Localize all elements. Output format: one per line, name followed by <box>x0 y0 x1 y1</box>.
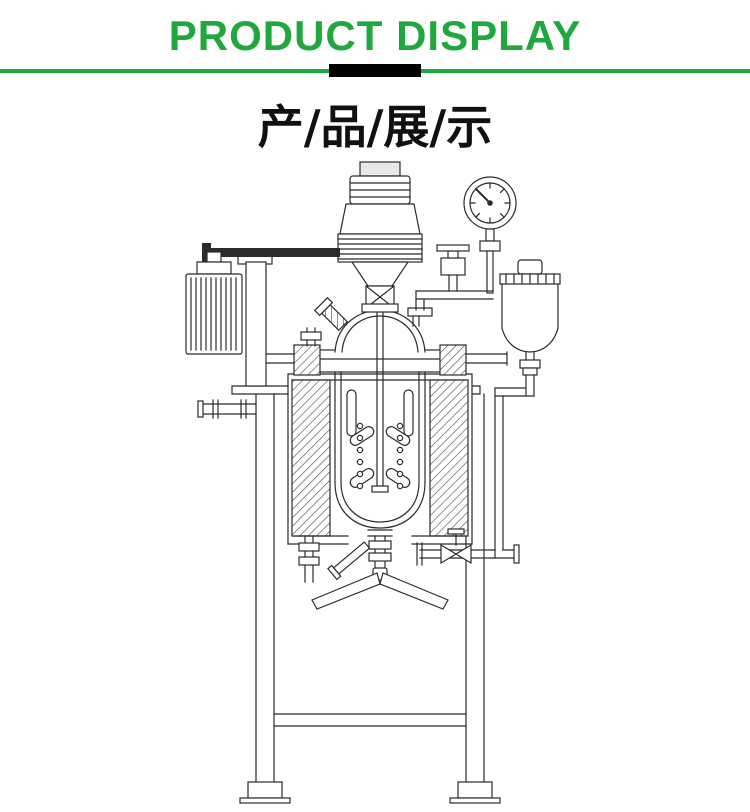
insulation-left <box>291 379 331 537</box>
gauge-group <box>415 176 517 311</box>
vessel-group <box>334 309 426 529</box>
drive-belt <box>206 248 340 257</box>
motor-group <box>185 243 340 387</box>
nozzle-group <box>300 296 433 347</box>
gauge-needle <box>474 187 492 205</box>
top-drive-group <box>337 161 423 313</box>
subtitle-cn: 产/品/展/示 <box>257 100 493 154</box>
title-divider <box>0 64 750 77</box>
product-figure <box>0 157 750 812</box>
flange-group <box>252 344 508 376</box>
propeller-blade-left <box>311 572 381 610</box>
propeller-blade-right <box>379 572 449 610</box>
insulation-right <box>429 379 469 537</box>
page-title: PRODUCT DISPLAY <box>168 12 582 59</box>
drain-group <box>298 529 449 610</box>
divider-bar <box>329 64 421 77</box>
valve-handle <box>436 244 470 252</box>
reactor-technical-drawing <box>185 161 561 804</box>
bubble-columns <box>356 422 404 490</box>
pot-group <box>416 259 561 566</box>
